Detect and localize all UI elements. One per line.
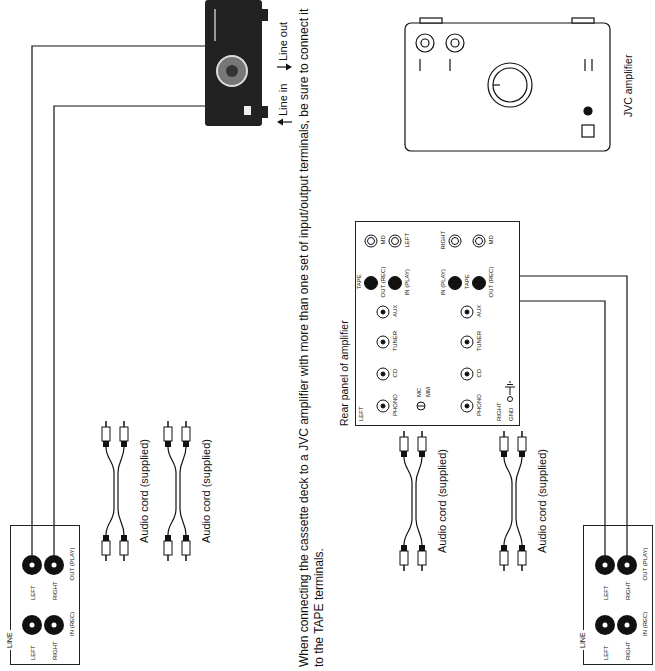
terminal-label: PHONO (392, 394, 399, 416)
note-text: When connecting the cassette deck to a J… (297, 4, 327, 667)
terminal-label: PHONO (476, 394, 483, 416)
amplifier-rear-panel: LEFT PHONO CD TUNER AUX TAPE OUT (REC) IN (PLAY… (355, 221, 520, 426)
audio-cord (164, 421, 190, 561)
channel-label: LEFT (603, 585, 610, 600)
terminal-label: CD (392, 369, 399, 378)
direction-arrow (277, 64, 292, 71)
signal-wire (520, 301, 605, 525)
cord-label: Audio cord (supplied) (436, 449, 449, 553)
switch-label: MM (425, 387, 432, 397)
channel-label: LEFT (30, 645, 37, 660)
channel-label: LEFT (358, 406, 365, 421)
channel-label: LEFT (404, 233, 411, 248)
terminal-label: MD (488, 235, 495, 244)
terminal-label: IN (PLAY) (440, 269, 447, 296)
terminal-label: TAPE (356, 274, 363, 289)
terminal-label: IN (REC) (69, 612, 76, 636)
cassette-line-panel: LINELEFTRIGHTIN (REC)LEFTRIGHTOUT (PLAY) (583, 525, 653, 665)
wire-stub (604, 525, 605, 555)
terminal-label: AUX (476, 305, 483, 317)
cord-label: Audio cord (supplied) (536, 449, 549, 553)
signal-wire (54, 106, 205, 555)
switch-label: MC (416, 388, 423, 397)
channel-label: RIGHT (625, 581, 632, 600)
cord-label: Audio cord (supplied) (138, 439, 151, 543)
terminal-label: IN (PLAY) (404, 269, 411, 296)
signal-label: Line out (277, 22, 290, 61)
channel-label: RIGHT (52, 581, 59, 600)
terminal-label: OUT (REC) (380, 267, 387, 298)
rear-jacks (365, 235, 486, 412)
wire-stub (626, 525, 627, 555)
audio-cord (102, 421, 128, 561)
direction-arrow (277, 119, 292, 126)
terminal-label: CD (476, 369, 483, 378)
terminal-label: TAPE (464, 274, 471, 289)
terminal-label: OUT (PLAY) (642, 547, 649, 580)
cord-label: Audio cord (supplied) (200, 439, 213, 543)
signal-label: Line in (277, 84, 290, 116)
terminal-label: TUNER (476, 331, 483, 352)
audio-cord (500, 431, 526, 571)
terminal-label: TUNER (392, 331, 399, 352)
jack-set (595, 555, 637, 635)
terminal-label: AUX (392, 305, 399, 317)
channel-label: RIGHT (440, 231, 447, 250)
channel-label: RIGHT (625, 641, 632, 660)
cassette-line-panel: LINELEFTRIGHTIN (REC)LEFTRIGHTOUT (PLAY) (10, 525, 80, 665)
amplifier-front (405, 18, 610, 151)
signal-wire (32, 46, 205, 555)
channel-label: RIGHT (52, 641, 59, 660)
group-label: LINE (579, 630, 586, 650)
jack-set (22, 555, 64, 635)
device-caption: JVC amplifier (622, 55, 635, 117)
terminal-label: IN (REC) (642, 612, 649, 636)
terminal-label: OUT (REC) (488, 267, 495, 298)
terminal-label: OUT (PLAY) (69, 547, 76, 580)
channel-label: RIGHT (496, 402, 503, 421)
component-unit (205, 0, 268, 126)
ground-symbol (505, 382, 515, 402)
audio-cord (400, 431, 426, 571)
terminal-label: GND (508, 408, 515, 421)
terminal-label: MD (380, 235, 387, 244)
group-label: LINE (6, 630, 13, 650)
channel-label: LEFT (30, 585, 37, 600)
panel-caption: Rear panel of amplifier (338, 320, 351, 426)
channel-label: LEFT (603, 645, 610, 660)
